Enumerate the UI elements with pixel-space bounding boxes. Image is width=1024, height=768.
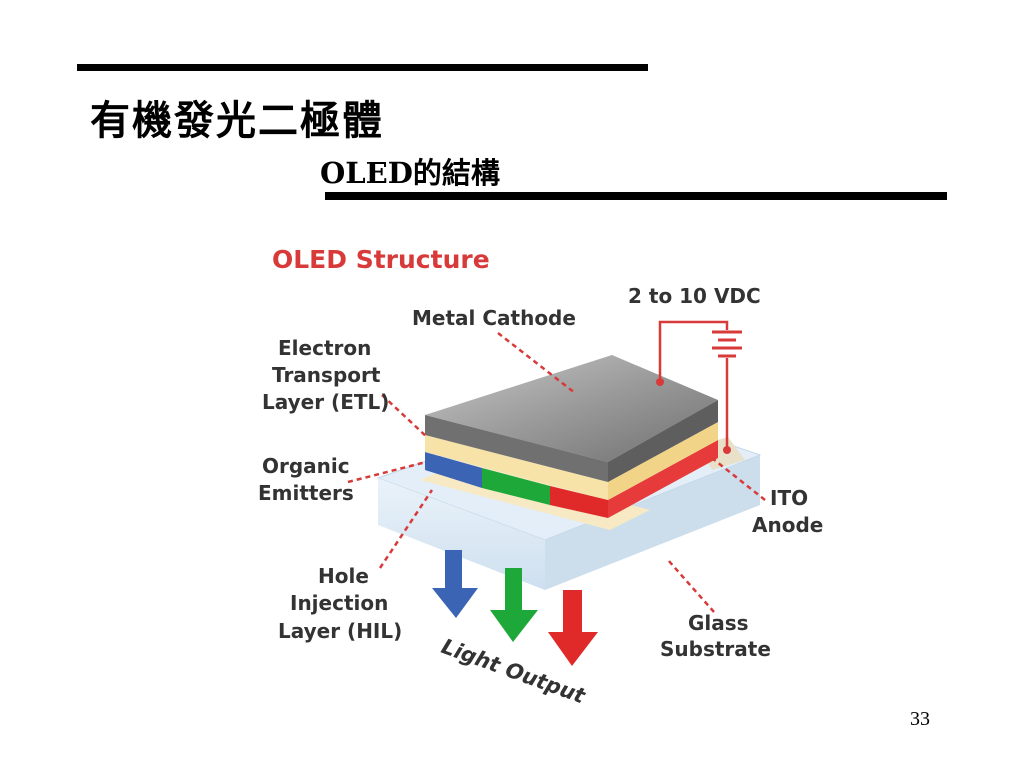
light-arrow-red — [548, 590, 598, 666]
etl-layer-front — [425, 435, 608, 500]
ito-label-line1: ITO — [770, 486, 808, 510]
circuit-wire-left — [658, 320, 729, 380]
light-arrow-blue — [432, 550, 478, 618]
etl-label-line3: Layer (ETL) — [262, 390, 389, 414]
slide-title: 有機發光二極體 — [90, 97, 384, 144]
ito-label-line2: Anode — [752, 513, 823, 537]
subtitle-bottom-rule — [325, 192, 947, 200]
emitter-blue — [425, 452, 482, 488]
etl-layer-side — [608, 422, 718, 500]
emitter-green — [482, 468, 550, 505]
leader-metal-cathode — [497, 332, 576, 394]
emitters-label-line1: Organic — [262, 454, 350, 478]
metal-cathode-top — [425, 355, 718, 462]
circuit-node-cathode — [656, 378, 664, 386]
voltage-label: 2 to 10 VDC — [628, 284, 761, 308]
hil-label-line2: Injection — [290, 591, 388, 615]
hil-label-line3: Layer (HIL) — [278, 619, 402, 643]
title-top-rule — [77, 64, 648, 71]
metal-cathode-label: Metal Cathode — [412, 306, 576, 330]
leader-etl — [381, 394, 429, 439]
leader-lines — [347, 332, 766, 613]
metal-cathode-front — [425, 415, 608, 482]
etl-label-line1: Electron — [278, 336, 371, 360]
page-number: 33 — [910, 708, 930, 730]
slide-subtitle: OLED的結構 — [320, 156, 500, 190]
glass-label-line1: Glass — [688, 611, 749, 635]
glass-substrate-side — [545, 455, 760, 590]
hil-label-line1: Hole — [318, 564, 369, 588]
emitters-label-line2: Emitters — [258, 481, 354, 505]
metal-cathode-side — [608, 400, 718, 482]
diagram-heading: OLED Structure — [272, 245, 490, 274]
circuit-node-anode — [723, 446, 731, 454]
light-arrow-green — [490, 568, 538, 642]
glass-substrate-front — [378, 478, 545, 590]
leader-ito — [711, 457, 766, 501]
emitter-red-side — [608, 440, 718, 518]
glass-label-line2: Substrate — [660, 637, 771, 661]
emitter-red — [550, 486, 608, 518]
leader-glass — [667, 559, 715, 613]
etl-label-line2: Transport — [272, 363, 381, 387]
leader-emitters — [347, 460, 427, 484]
leader-hil — [378, 489, 434, 569]
